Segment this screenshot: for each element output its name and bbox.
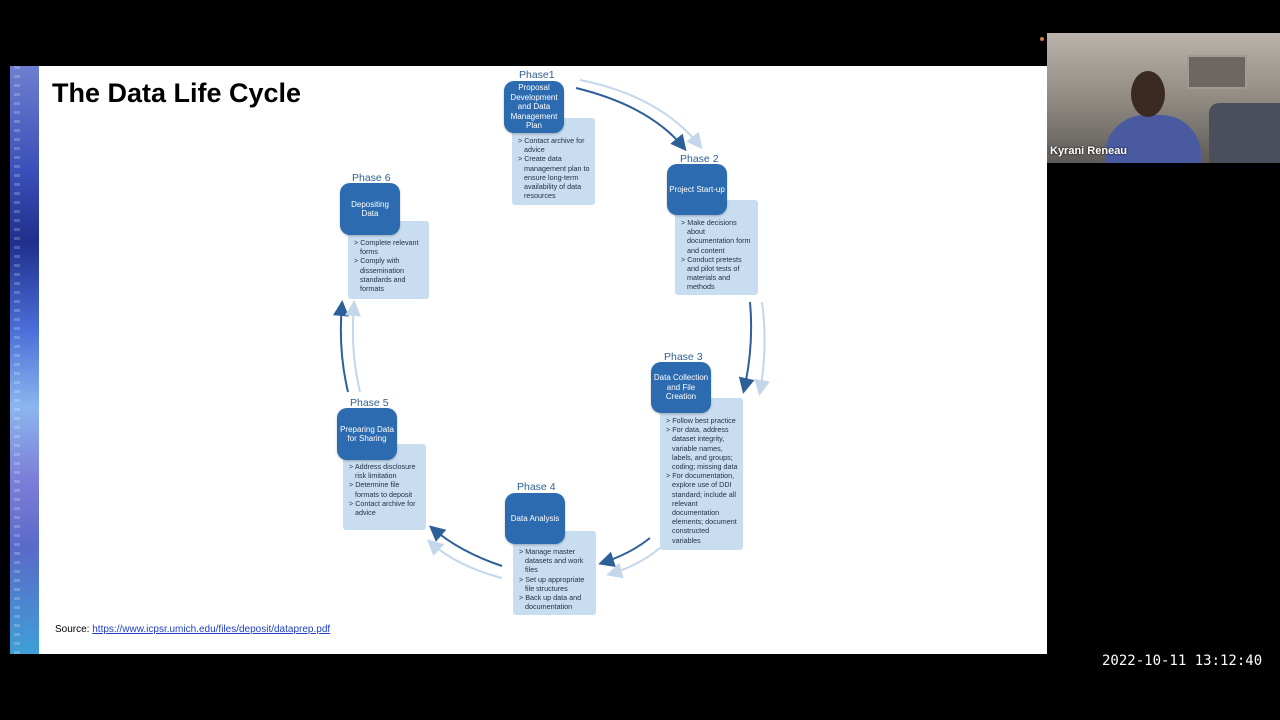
phase-6-item: Complete relevant forms [354, 238, 425, 256]
phase-2-label: Phase 2 [680, 153, 719, 165]
phase-5-label: Phase 5 [350, 397, 389, 409]
phase-4-item: Set up appropriate file structures [519, 575, 592, 593]
participant-video-tile[interactable]: Kyrani Reneau [1047, 33, 1280, 163]
phase-6-label: Phase 6 [352, 172, 391, 184]
phase-3-item: For data, address dataset integrity, var… [666, 425, 739, 471]
phase-2-node: Project Start-up [667, 164, 727, 215]
phase-4-label: Phase 4 [517, 481, 556, 493]
phase-2-item: Make decisions about documentation form … [681, 218, 754, 255]
phase-5-item: Contact archive for advice [349, 499, 422, 517]
arrow-2-3 [738, 301, 755, 394]
phase-3-panel: Follow best practice For data, address d… [660, 398, 743, 550]
background-sofa [1209, 103, 1280, 163]
arrow-1-2 [575, 87, 687, 152]
slide-title: The Data Life Cycle [52, 78, 302, 108]
phase-4-item: Manage master datasets and work files [519, 547, 592, 575]
phase-1-item: Contact archive for advice [518, 136, 591, 154]
phase-6-item: Comply with dissemination standards and … [354, 256, 425, 293]
phase-2-item: Conduct pretests and pilot tests of mate… [681, 255, 754, 292]
arrow-3-4 [598, 537, 651, 567]
source-prefix: Source: [55, 624, 93, 635]
phase-1-label: Phase1 [519, 69, 555, 81]
phase-6-node: Depositing Data [340, 183, 400, 235]
participant-head [1131, 71, 1165, 117]
phase-3-item: Follow best practice [666, 416, 739, 425]
life-cycle-arrows [332, 79, 770, 579]
phase-3-item: For documentation, explore use of DDI st… [666, 471, 739, 545]
recording-indicator-icon [1040, 37, 1044, 41]
phase-2-panel: Make decisions about documentation form … [675, 200, 758, 295]
recording-timestamp: 2022-10-11 13:12:40 [1102, 653, 1263, 669]
arrow-4-5 [428, 525, 503, 567]
source-link[interactable]: https://www.icpsr.umich.edu/files/deposi… [92, 624, 331, 635]
phase-5-node: Preparing Data for Sharing [337, 408, 397, 460]
phase-1-item: Create data management plan to ensure lo… [518, 154, 591, 200]
source-citation: Source: https://www.icpsr.umich.edu/file… [55, 624, 330, 635]
participant-name: Kyrani Reneau [1050, 145, 1128, 157]
arrow-5-6 [332, 300, 349, 393]
presentation-slide: The Data Life Cycle Phase1 Contact archi… [10, 66, 1047, 654]
phase-1-node: Proposal Development and Data Management… [504, 81, 564, 133]
phase-3-node: Data Collection and File Creation [651, 362, 711, 413]
phase-4-item: Back up data and documentation [519, 593, 592, 611]
phase-4-panel: Manage master datasets and work files Se… [513, 531, 596, 615]
phase-5-item: Address disclosure risk limitation [349, 462, 422, 480]
phase-4-node: Data Analysis [505, 493, 565, 544]
participant-body [1105, 115, 1201, 163]
phase-5-item: Determine file formats to deposit [349, 480, 422, 498]
slide-decorative-bar [10, 66, 39, 654]
phase-3-label: Phase 3 [664, 351, 703, 363]
wall-picture [1187, 55, 1247, 89]
